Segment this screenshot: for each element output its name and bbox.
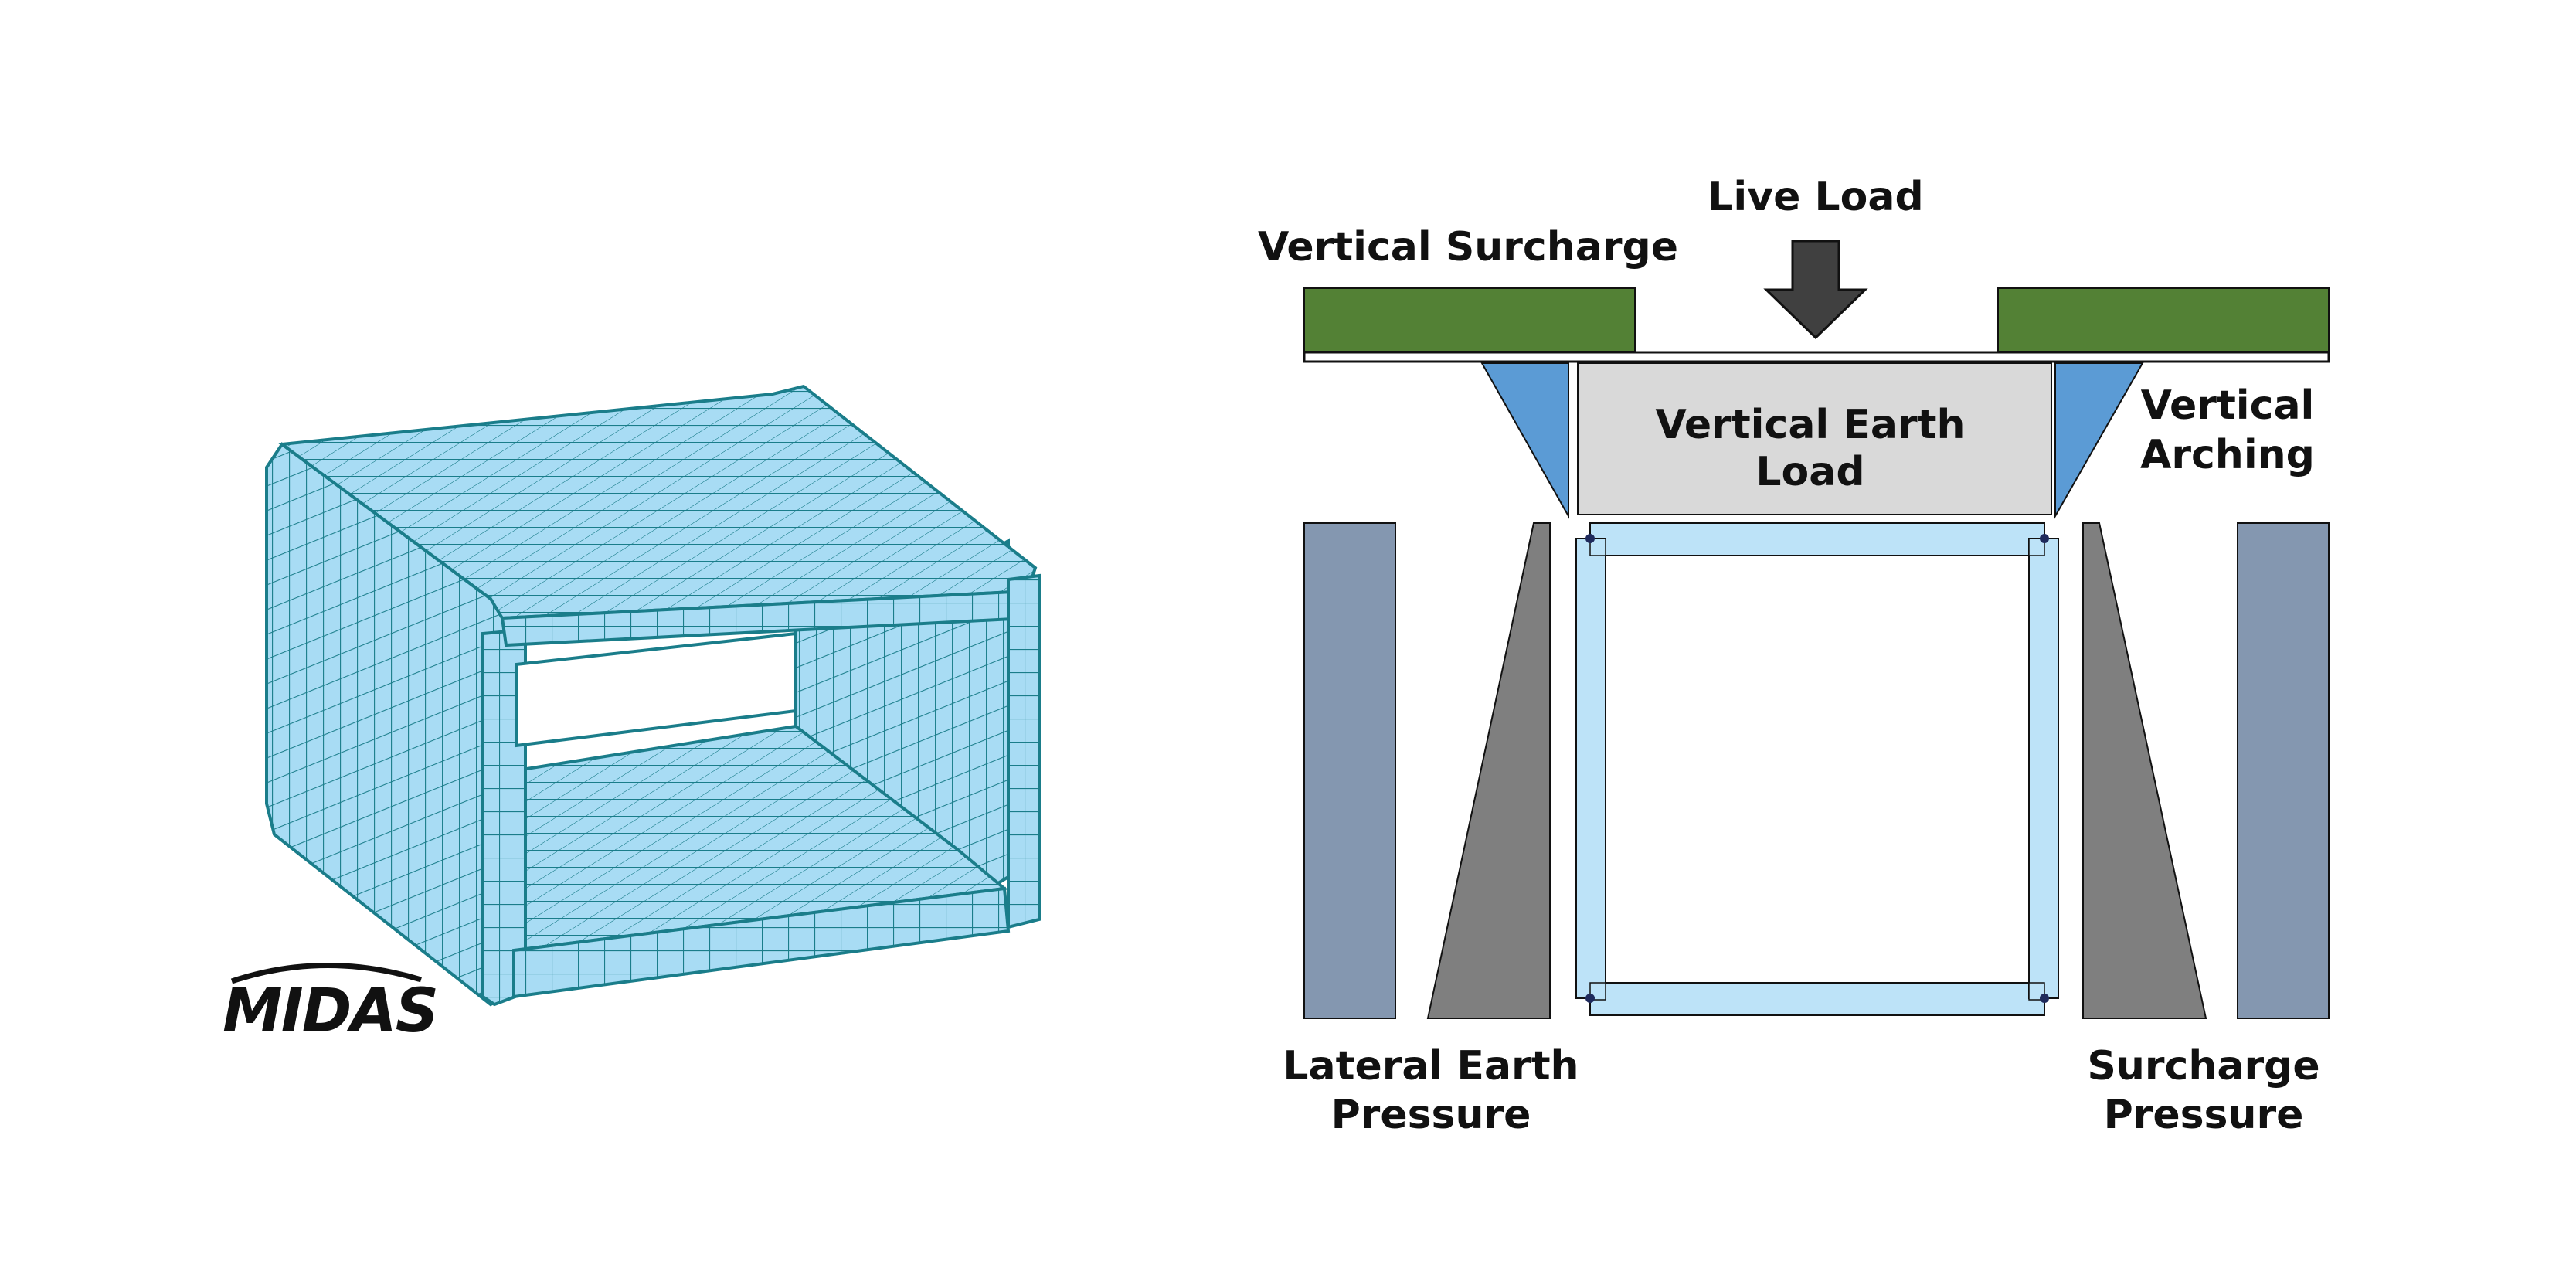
vertical-arching-label-line1: Vertical xyxy=(2141,382,2315,429)
surcharge-pressure-label-line2: Pressure xyxy=(2104,1092,2304,1138)
culvert-mesh-model xyxy=(265,384,1041,1007)
culvert-top-slab xyxy=(1589,522,2045,556)
culvert-corner-tl xyxy=(1589,538,1606,556)
lateral-earth-pressure-right xyxy=(2082,522,2207,1019)
svg-text:MIDAS: MIDAS xyxy=(223,977,437,1046)
culvert-node-tr xyxy=(2040,534,2049,543)
surcharge-pressure-left-bar xyxy=(1303,522,1396,1019)
culvert-right-wall xyxy=(2028,538,2059,999)
vertical-earth-load-label-line1: Vertical Earth xyxy=(1656,402,1966,448)
lateral-earth-pressure-left xyxy=(1426,522,1551,1019)
culvert-corner-br xyxy=(2028,982,2045,1001)
midas-logo: MIDAS xyxy=(223,963,439,1046)
culvert-left-wall xyxy=(1575,538,1606,999)
surcharge-pressure-label-line1: Surcharge xyxy=(2087,1043,2319,1089)
load-diagram: Live Load Vertical Surcharge Vertical Ea… xyxy=(1258,174,2330,1138)
culvert-node-bl xyxy=(1585,994,1595,1003)
culvert-bottom-slab xyxy=(1589,982,2045,1016)
vertical-earth-load-block xyxy=(1577,362,2052,515)
lateral-earth-pressure-label-line2: Pressure xyxy=(1331,1092,1531,1138)
ground-line xyxy=(1303,351,2330,363)
vertical-surcharge-right xyxy=(1997,287,2330,352)
culvert-box-frame xyxy=(1575,522,2059,1016)
mesh-right-wall-edge xyxy=(1007,573,1041,929)
live-load-label: Live Load xyxy=(1708,174,1923,220)
surcharge-pressure-right-bar xyxy=(2237,522,2330,1019)
lateral-earth-pressure-label-line1: Lateral Earth xyxy=(1283,1043,1579,1089)
culvert-corner-tr xyxy=(2028,538,2045,556)
live-load-arrow xyxy=(1763,240,1868,340)
vertical-arching-left xyxy=(1480,362,1569,519)
vertical-earth-load-label-line2: Load xyxy=(1755,449,1864,495)
mesh-bottom-slab-edge xyxy=(512,886,1011,999)
culvert-node-br xyxy=(2040,994,2049,1003)
culvert-inner-opening xyxy=(1605,555,2030,984)
culvert-node-tl xyxy=(1585,534,1595,543)
mesh-bore-opening xyxy=(515,631,797,748)
vertical-surcharge-left xyxy=(1303,287,1636,352)
vertical-surcharge-label: Vertical Surcharge xyxy=(1258,224,1678,270)
culvert-corner-bl xyxy=(1589,982,1606,1001)
vertical-arching-right xyxy=(2054,362,2144,519)
vertical-arching-label-line2: Arching xyxy=(2140,432,2315,478)
